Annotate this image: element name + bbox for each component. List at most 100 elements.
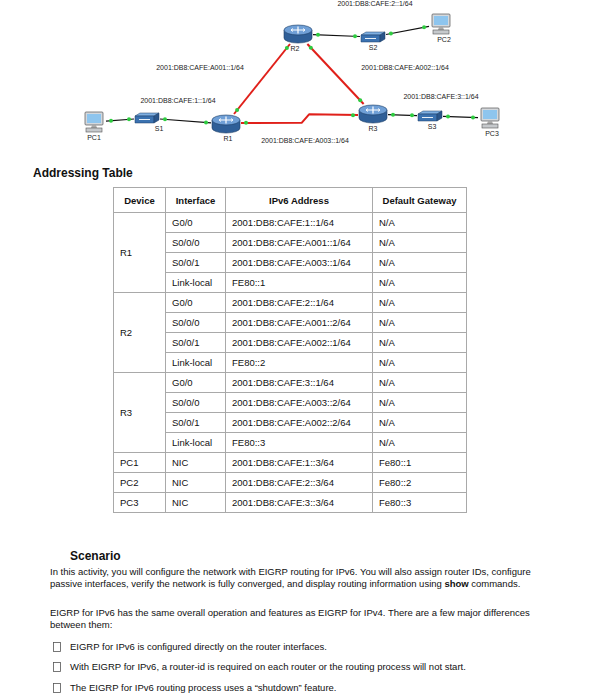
link-address: 2001:DB8:CAFE:A001::1/64 [155, 64, 245, 71]
link-light [410, 113, 414, 117]
table-cell: NIC [165, 452, 226, 473]
table-cell: IPv6 Address [225, 187, 373, 213]
switch-device: S3 [417, 110, 443, 122]
pc-device: PC3 [478, 107, 502, 129]
switch-device: S2 [360, 31, 386, 43]
table-cell: S0/0/1 [165, 252, 226, 273]
table-text: FE80::3 [232, 437, 265, 448]
table-cell: N/A [372, 332, 467, 353]
table-text: 2001:DB8:CAFE:A003::1/64 [232, 257, 351, 268]
link-light [244, 121, 248, 125]
table-cell: 2001:DB8:CAFE:A001::1/64 [225, 232, 373, 253]
table-text: N/A [379, 437, 395, 448]
table-cell: G0/0 [165, 292, 226, 313]
table-cell: FE80::1 [225, 272, 373, 293]
table-cell: 2001:DB8:CAFE:A002::1/64 [225, 332, 373, 353]
table-cell: NIC [165, 472, 226, 493]
device-label: S1 [155, 125, 164, 132]
table-text: 2001:DB8:CAFE:3::3/64 [232, 497, 334, 508]
device-label: S2 [369, 44, 378, 51]
table-cell: R2 [113, 292, 166, 373]
table-cell: 2001:DB8:CAFE:A003::1/64 [225, 252, 373, 273]
table-text: 2001:DB8:CAFE:A002::1/64 [232, 337, 351, 348]
switch-icon [134, 112, 160, 124]
paragraph: EIGRP for IPv6 is configured directly on… [70, 641, 550, 653]
table-text: Default Gateway [383, 195, 457, 206]
table-cell: N/A [372, 292, 467, 313]
table-cell: PC1 [113, 452, 166, 473]
table-text: 2001:DB8:CAFE:A003::2/64 [232, 397, 351, 408]
section-heading: Addressing Table [33, 166, 133, 180]
table-text: N/A [379, 217, 395, 228]
table-cell: FE80::2 [225, 352, 373, 373]
paragraph: EIGRP for IPv6 has the same overall oper… [50, 607, 532, 631]
pc-icon [82, 111, 106, 133]
table-text: Link-local [172, 357, 212, 368]
link-light [358, 98, 362, 102]
table-cell: 2001:DB8:CAFE:A003::2/64 [225, 392, 373, 413]
table-cell: 2001:DB8:CAFE:3::3/64 [225, 492, 373, 513]
switch-icon [360, 31, 386, 43]
link-light [389, 32, 393, 36]
table-cell: Device [113, 187, 166, 213]
device-label: S3 [428, 123, 437, 130]
table-text: G0/0 [172, 217, 193, 228]
table-text: R1 [120, 247, 132, 258]
table-text: G0/0 [172, 377, 193, 388]
table-text: N/A [379, 397, 395, 408]
table-text: 2001:DB8:CAFE:1::3/64 [232, 457, 334, 468]
table-cell: N/A [372, 392, 467, 413]
ethernet-link [160, 119, 211, 123]
table-text: Link-local [172, 277, 212, 288]
paragraph: With EIGRP for IPv6, a router-id is requ… [70, 661, 550, 673]
table-text: Fe80::3 [379, 497, 411, 508]
table-text: S0/0/1 [172, 257, 199, 268]
table-text: NIC [172, 457, 188, 468]
router-device: R1 [211, 114, 241, 134]
table-text: N/A [379, 257, 395, 268]
link-light [204, 120, 208, 124]
table-text: G0/0 [172, 297, 193, 308]
link-light [353, 34, 357, 38]
table-cell: S0/0/0 [165, 312, 226, 333]
table-cell: 2001:DB8:CAFE:3::1/64 [225, 372, 373, 393]
link-address: 2001:DB8:CAFE:1::1/64 [139, 97, 216, 104]
table-cell: Fe80::3 [372, 492, 467, 513]
table-text: 2001:DB8:CAFE:2::1/64 [232, 297, 334, 308]
table-text: PC1 [120, 457, 138, 468]
table-cell: 2001:DB8:CAFE:2::3/64 [225, 472, 373, 493]
router-icon [211, 114, 241, 134]
serial-link [241, 114, 358, 123]
table-cell: Link-local [165, 352, 226, 373]
table-cell: Fe80::2 [372, 472, 467, 493]
table-text: S0/0/0 [172, 397, 199, 408]
table-text: S0/0/0 [172, 237, 199, 248]
table-cell: S0/0/0 [165, 232, 226, 253]
device-label: R1 [224, 135, 233, 142]
serial-link [307, 44, 363, 104]
table-cell: G0/0 [165, 372, 226, 393]
body-text: With EIGRP for IPv6, a router-id is requ… [70, 661, 466, 672]
table-cell: Interface [165, 187, 226, 213]
table-text: N/A [379, 337, 395, 348]
table-text: 2001:DB8:CAFE:A001::1/64 [232, 237, 351, 248]
pc-device: PC2 [429, 13, 453, 35]
link-light [109, 119, 113, 123]
table-text: 2001:DB8:CAFE:3::1/64 [232, 377, 334, 388]
table-cell: N/A [372, 272, 467, 293]
pc-device: PC1 [82, 111, 106, 133]
switch-icon [417, 110, 443, 122]
link-address: 2001:DB8:CAFE:3::1/64 [402, 93, 479, 100]
table-text: 2001:DB8:CAFE:A001::2/64 [232, 317, 351, 328]
link-light [235, 108, 239, 112]
device-label: PC1 [87, 134, 101, 141]
table-cell: N/A [372, 412, 467, 433]
router-device: R2 [283, 24, 313, 44]
table-text: N/A [379, 417, 395, 428]
link-address: 2001:DB8:CAFE:A003::1/64 [260, 137, 350, 144]
table-text: FE80::1 [232, 277, 265, 288]
ethernet-link [313, 35, 360, 37]
section-heading: Scenario [70, 549, 121, 563]
switch-device: S1 [134, 112, 160, 124]
table-text: N/A [379, 317, 395, 328]
